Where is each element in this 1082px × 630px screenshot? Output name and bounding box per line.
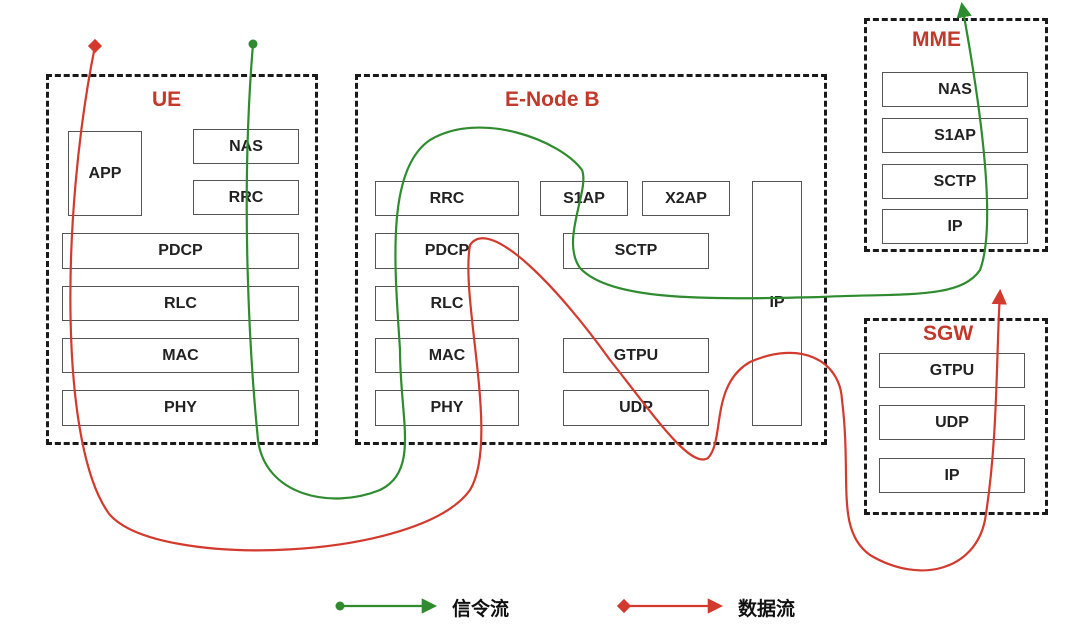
mme-s1ap-layer: S1AP — [882, 118, 1028, 153]
enb-rlc-layer: RLC — [375, 286, 519, 321]
data-flow-path — [69, 45, 1007, 572]
sgw-udp-layer: UDP — [879, 405, 1025, 440]
enb-group — [355, 74, 827, 445]
enb-sctp-layer: SCTP — [563, 233, 709, 269]
legend-data-label: 数据流 — [738, 598, 796, 620]
ue-mac-layer: MAC — [62, 338, 299, 373]
ue-phy-layer: PHY — [62, 390, 299, 426]
data-flow-start-marker — [87, 38, 103, 54]
mme-sctp-layer: SCTP — [882, 164, 1028, 199]
mme-group — [864, 18, 1048, 252]
ue-rlc-layer: RLC — [62, 286, 299, 321]
enb-pdcp-layer: PDCP — [375, 233, 519, 269]
ue-group — [46, 74, 318, 445]
mme-nas-layer: NAS — [882, 72, 1028, 107]
legend-signaling-label: 信令流 — [452, 598, 510, 620]
enb-phy-layer: PHY — [375, 390, 519, 426]
enb-x2ap-layer: X2AP — [642, 181, 730, 216]
enb-title: E-Node B — [505, 88, 600, 111]
signaling-flow-start-marker — [248, 39, 258, 49]
sgw-group — [864, 318, 1048, 515]
sgw-title: SGW — [923, 322, 974, 345]
enb-ip-layer: IP — [752, 181, 802, 426]
ue-title: UE — [152, 88, 182, 111]
sgw-gtpu-layer: GTPU — [879, 353, 1025, 388]
enb-udp-layer: UDP — [563, 390, 709, 426]
mme-title: MME — [912, 28, 961, 51]
enb-gtpu-layer: GTPU — [563, 338, 709, 373]
sgw-ip-layer: IP — [879, 458, 1025, 493]
ue-pdcp-layer: PDCP — [62, 233, 299, 269]
mme-ip-layer: IP — [882, 209, 1028, 244]
enb-s1ap-layer: S1AP — [540, 181, 628, 216]
signaling-flow-path — [245, 1, 989, 500]
